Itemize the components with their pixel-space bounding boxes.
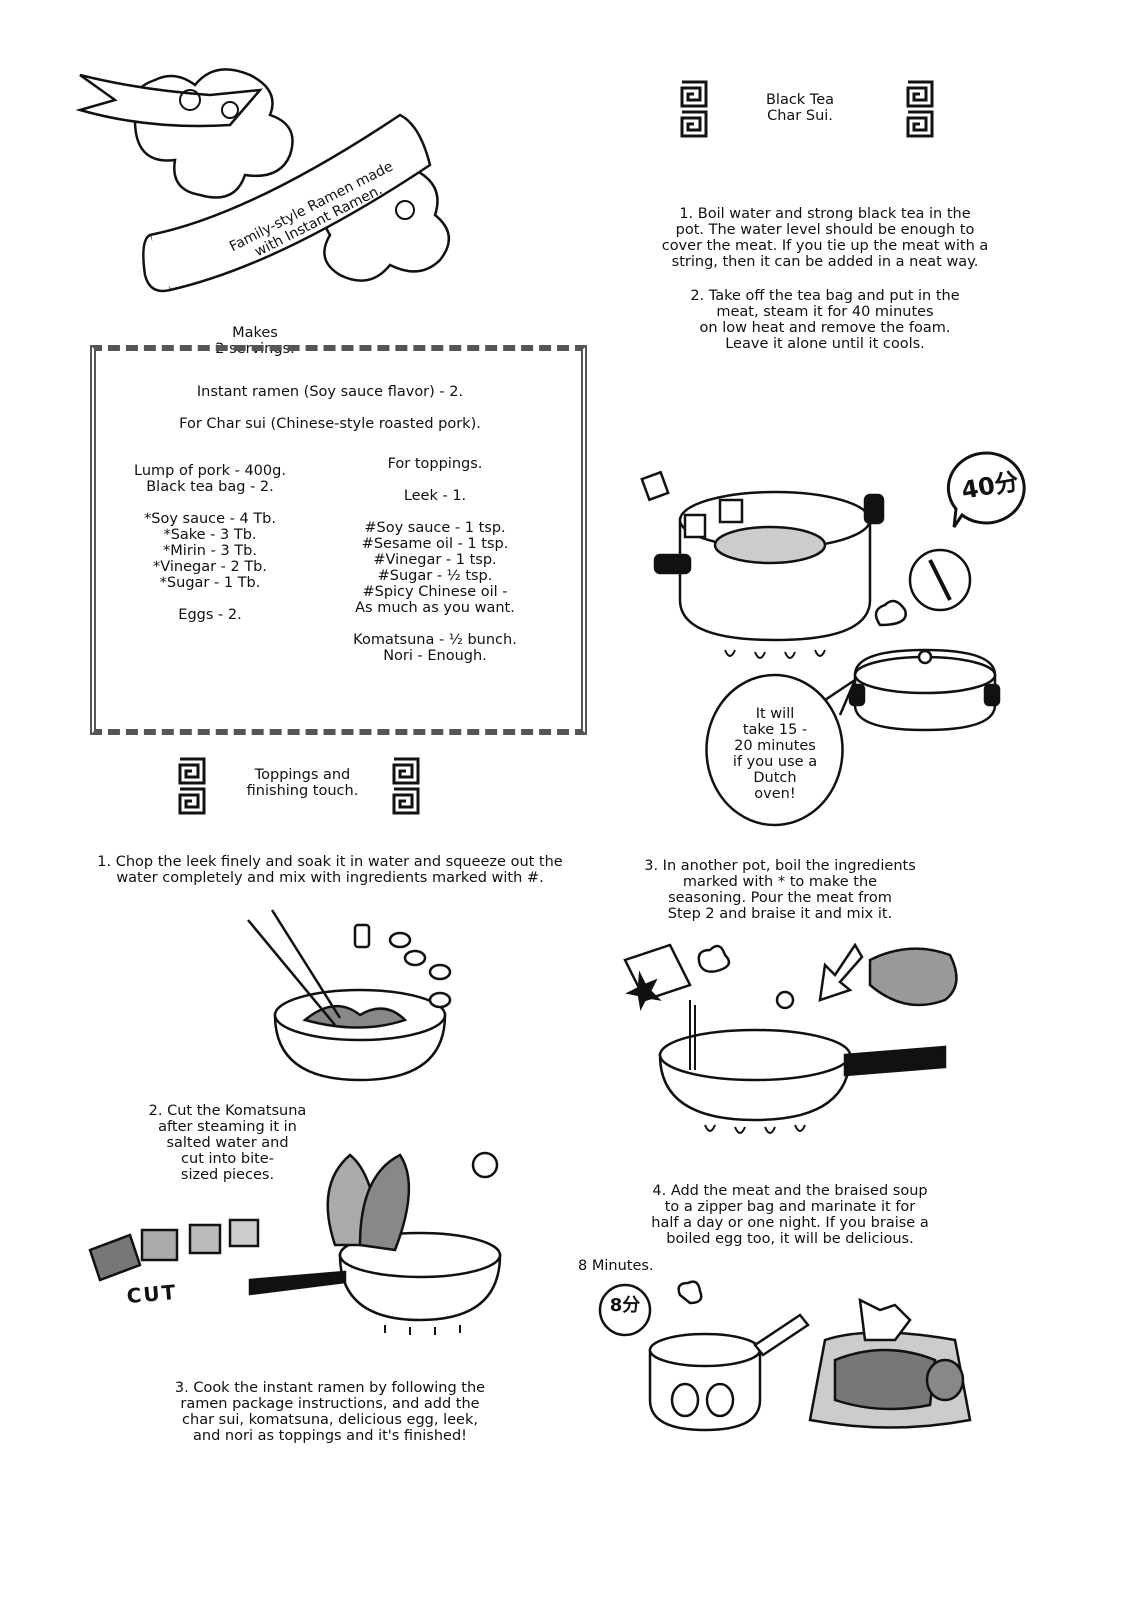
ingredient-item: #Sugar - ½ tsp. xyxy=(377,568,493,584)
char-sui-step-3: 3. In another pot, boil the ingredients … xyxy=(644,858,916,922)
stamp-badge-40 xyxy=(946,451,1026,528)
ingredient-item: *Soy sauce - 4 Tb. xyxy=(144,511,276,527)
dutch-oven-bubble-text: It will take 15 - 20 minutes if you use … xyxy=(732,706,818,802)
ingredient-item: *Vinegar - 2 Tb. xyxy=(153,559,267,575)
cut-label: CUT xyxy=(125,1279,179,1309)
ingredients-right-column: For toppings. Leek - 1. #Soy sauce - 1 t… xyxy=(335,456,535,664)
toppings-step-3: 3. Cook the instant ramen by following t… xyxy=(174,1380,486,1444)
frying-pan-illustration xyxy=(623,942,958,1134)
char-sui-step-2: 2. Take off the tea bag and put in the m… xyxy=(690,288,960,352)
char-sui-heading: Black Tea Char Sui. xyxy=(765,92,835,124)
ingredient-item: #Spicy Chinese oil - xyxy=(362,584,508,600)
char-sui-header: For Char sui (Chinese-style roasted pork… xyxy=(179,416,481,432)
char-sui-step-4: 4. Add the meat and the braised soup to … xyxy=(651,1183,929,1247)
ingredient-item: Black tea bag - 2. xyxy=(146,479,274,495)
char-sui-step-1: 1. Boil water and strong black tea in th… xyxy=(661,206,989,270)
komatsuna-pan-illustration xyxy=(88,1151,502,1335)
fret-pattern-icon xyxy=(680,80,708,138)
ingredient-item: As much as you want. xyxy=(355,600,515,616)
ingredient-item: For toppings. xyxy=(387,456,483,472)
ingredient-item: #Vinegar - 1 tsp. xyxy=(373,552,497,568)
toppings-step-1: 1. Chop the leek finely and soak it in w… xyxy=(97,854,563,886)
ingredients-frame xyxy=(90,345,587,735)
fret-pattern-icon xyxy=(392,757,420,815)
ingredient-item: *Sugar - 1 Tb. xyxy=(159,575,261,591)
cloud-banner-illustration xyxy=(75,68,450,293)
ingredient-item: *Sake - 3 Tb. xyxy=(163,527,257,543)
ingredients-left-column: Lump of pork - 400g. Black tea bag - 2. … xyxy=(110,463,310,623)
ingredient-item: Lump of pork - 400g. xyxy=(134,463,286,479)
fret-pattern-icon xyxy=(906,80,934,138)
ingredient-item: Nori - Enough. xyxy=(383,648,487,664)
ingredient-item: #Sesame oil - 1 tsp. xyxy=(361,536,509,552)
toppings-step-2: 2. Cut the Komatsuna after steaming it i… xyxy=(148,1103,307,1183)
ingredient-item: #Soy sauce - 1 tsp. xyxy=(364,520,506,536)
speech-bubble xyxy=(705,673,858,827)
ingredient-item: *Mirin - 3 Tb. xyxy=(163,543,257,559)
eight-minutes-label: 8 Minutes. xyxy=(578,1258,654,1274)
toppings-heading: Toppings and finishing touch. xyxy=(246,767,359,799)
ingredient-item: Komatsuna - ½ bunch. xyxy=(353,632,517,648)
ingredient-item: Eggs - 2. xyxy=(178,607,242,623)
tea-pot-illustration xyxy=(640,470,1001,732)
stamp-8-minutes: 8分 xyxy=(609,1295,641,1316)
leek-bowl-illustration xyxy=(247,909,452,1082)
egg-saucepan-and-bag-illustration xyxy=(598,1280,972,1432)
fret-pattern-icon xyxy=(178,757,206,815)
ingredient-item: Leek - 1. xyxy=(403,488,467,504)
ingredient-instant-ramen: Instant ramen (Soy sauce flavor) - 2. xyxy=(196,384,464,400)
